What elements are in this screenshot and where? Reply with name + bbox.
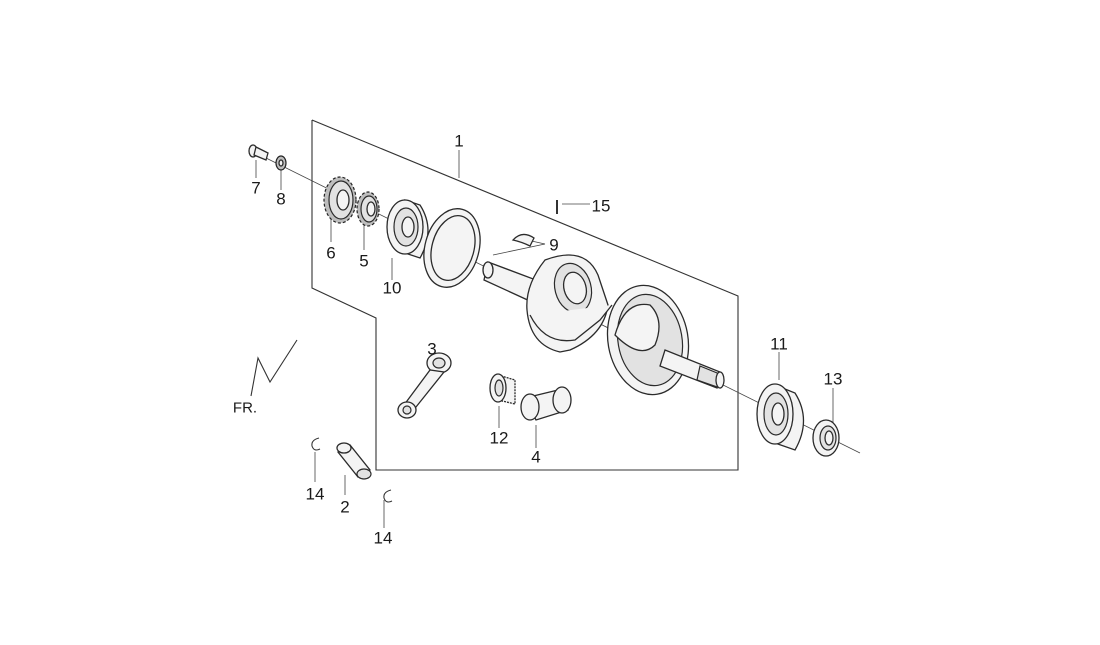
connecting-rod <box>397 352 452 419</box>
woodruff-key <box>511 233 535 247</box>
front-direction-arrow <box>250 339 298 397</box>
assembly-outline <box>311 119 739 471</box>
circlip-lower <box>383 489 393 503</box>
part-label-4: 4 <box>531 447 541 467</box>
bolt <box>248 144 269 161</box>
part-label-8: 8 <box>276 189 286 209</box>
part-label-14-lower: 14 <box>373 528 393 548</box>
part-label-10: 10 <box>382 278 402 298</box>
left-crank-web <box>526 254 613 353</box>
right-crank-shaft <box>659 349 725 389</box>
part-label-6: 6 <box>326 243 336 263</box>
part-label-5: 5 <box>359 251 369 271</box>
part-label-3: 3 <box>427 339 437 359</box>
left-seal-ring <box>423 208 481 288</box>
right-ball-bearing <box>756 383 805 451</box>
part-label-11: 11 <box>770 334 788 354</box>
part-label-14-upper: 14 <box>305 484 325 504</box>
left-ball-bearing <box>386 199 429 259</box>
front-direction-label: FR. <box>232 399 258 417</box>
part-label-1: 1 <box>454 131 464 151</box>
timing-sprocket <box>356 191 380 227</box>
piston-pin <box>336 442 372 480</box>
crank-pin <box>520 386 572 421</box>
part-label-12: 12 <box>489 428 509 448</box>
spring-washer <box>275 155 287 171</box>
part-label-7: 7 <box>251 178 261 198</box>
part-label-9: 9 <box>549 235 559 255</box>
needle-bearing <box>489 373 516 405</box>
part-label-2: 2 <box>340 497 350 517</box>
circlip-upper <box>311 437 321 451</box>
right-crank-web <box>606 284 690 396</box>
right-oil-seal <box>812 419 840 457</box>
part-label-15: 15 <box>591 196 611 216</box>
part-label-13: 13 <box>823 369 843 389</box>
oil-pump-drive-gear <box>323 176 357 224</box>
